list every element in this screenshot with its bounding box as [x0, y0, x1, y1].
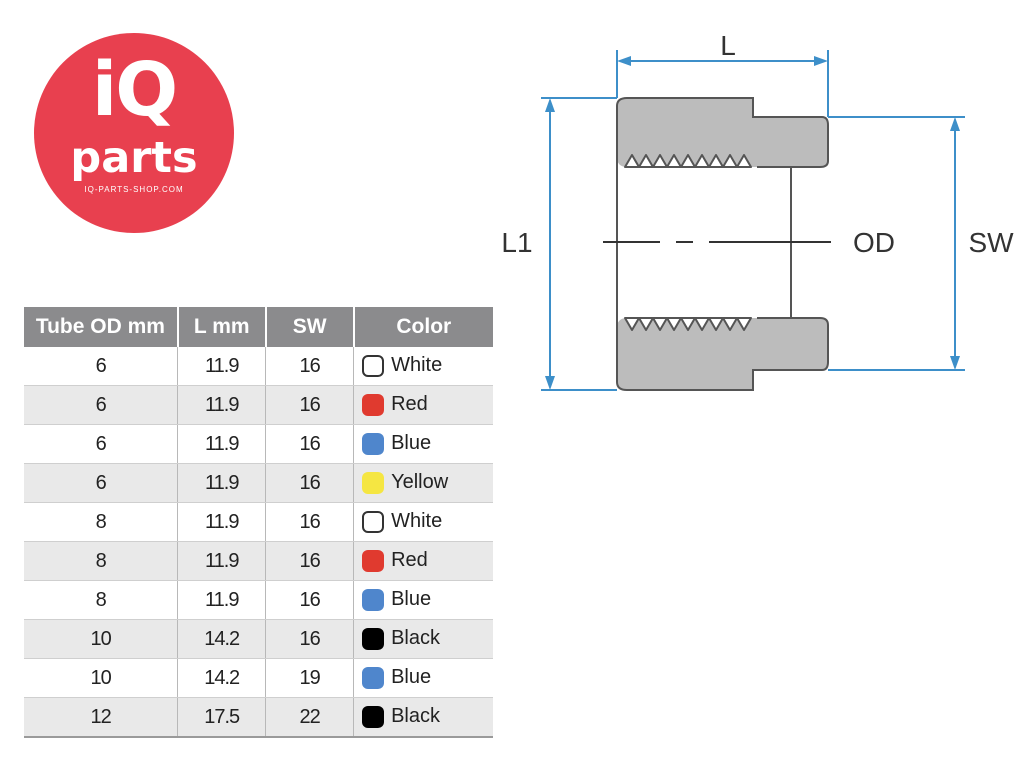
header-l: L mm [177, 307, 267, 347]
fitting-outline-bottom [616, 317, 829, 391]
color-swatch [362, 589, 385, 612]
color-name: White [391, 354, 443, 377]
cell-color: Black [353, 697, 493, 738]
dim-l1-arrow-bottom [545, 376, 555, 390]
cell-sw: 16 [265, 385, 355, 425]
logo-url: IQ-PARTS-SHOP.COM [84, 185, 184, 194]
dim-l-arrow-right [814, 56, 828, 66]
fitting-outline-top [616, 97, 829, 168]
cell-color: Blue [353, 658, 493, 698]
cell-tube-od: 8 [24, 541, 179, 581]
label-od: OD [853, 227, 895, 258]
cell-sw: 19 [265, 658, 355, 698]
cell-sw: 22 [265, 697, 355, 738]
cell-l: 14.2 [177, 658, 267, 698]
cell-l: 11.9 [177, 502, 267, 542]
color-name: Red [391, 393, 428, 416]
cell-tube-od: 6 [24, 347, 179, 386]
cell-color: Red [353, 385, 493, 425]
cell-sw: 16 [265, 347, 355, 386]
header-color: Color [353, 307, 493, 347]
label-sw: SW [968, 227, 1014, 258]
cell-l: 11.9 [177, 463, 267, 503]
color-name: Blue [391, 432, 432, 455]
cell-tube-od: 6 [24, 424, 179, 464]
dim-sw-arrow-top [950, 117, 960, 131]
dim-sw-arrow-bottom [950, 356, 960, 370]
cell-l: 11.9 [177, 541, 267, 581]
cell-l: 11.9 [177, 424, 267, 464]
cell-color: Blue [353, 580, 493, 620]
cell-sw: 16 [265, 502, 355, 542]
cell-l: 11.9 [177, 580, 267, 620]
header-tube-od: Tube OD mm [24, 307, 179, 347]
color-swatch [362, 355, 385, 378]
cell-l: 11.9 [177, 347, 267, 386]
header-sw: SW [265, 307, 355, 347]
label-l: L [720, 30, 736, 61]
cell-color: White [353, 347, 493, 386]
color-name: Black [391, 705, 440, 728]
color-swatch [362, 472, 385, 495]
cell-tube-od: 6 [24, 385, 179, 425]
fitting-body-top [617, 98, 828, 167]
color-swatch [362, 394, 385, 417]
cell-tube-od: 12 [24, 697, 179, 738]
cell-l: 17.5 [177, 697, 267, 738]
fitting-body-bottom [617, 318, 828, 390]
color-swatch [362, 706, 385, 729]
cell-l: 11.9 [177, 385, 267, 425]
color-swatch [362, 433, 385, 456]
cell-sw: 16 [265, 541, 355, 581]
logo-wordmark-parts: parts [70, 133, 198, 183]
label-l1: L1 [501, 227, 532, 258]
logo-wordmark-iq: iQ [91, 47, 178, 133]
color-name: White [391, 510, 443, 533]
color-swatch [362, 511, 385, 534]
color-name: Yellow [391, 471, 449, 494]
color-swatch [362, 667, 385, 690]
color-swatch [362, 628, 385, 651]
cell-color: Red [353, 541, 493, 581]
dim-l1-arrow-top [545, 98, 555, 112]
dim-l-arrow-left [617, 56, 631, 66]
cell-sw: 16 [265, 424, 355, 464]
color-name: Blue [391, 588, 432, 611]
cell-tube-od: 10 [24, 619, 179, 659]
cell-sw: 16 [265, 580, 355, 620]
color-name: Black [391, 627, 440, 650]
cell-sw: 16 [265, 463, 355, 503]
iq-parts-logo: iQ parts IQ-PARTS-SHOP.COM [34, 33, 234, 233]
cell-tube-od: 8 [24, 502, 179, 542]
color-swatch [362, 550, 385, 573]
cell-color: Yellow [353, 463, 493, 503]
color-name: Blue [391, 666, 432, 689]
cell-color: White [353, 502, 493, 542]
table-header-row: Tube OD mm L mm SW Color [24, 307, 493, 347]
cell-color: Black [353, 619, 493, 659]
cell-sw: 16 [265, 619, 355, 659]
fitting-drawing: L L1 OD SW [501, 30, 1014, 391]
cell-tube-od: 8 [24, 580, 179, 620]
cell-l: 14.2 [177, 619, 267, 659]
cell-color: Blue [353, 424, 493, 464]
thread-top [624, 154, 752, 168]
thread-bottom [624, 317, 752, 331]
cell-tube-od: 6 [24, 463, 179, 503]
color-name: Red [391, 549, 428, 572]
cell-tube-od: 10 [24, 658, 179, 698]
